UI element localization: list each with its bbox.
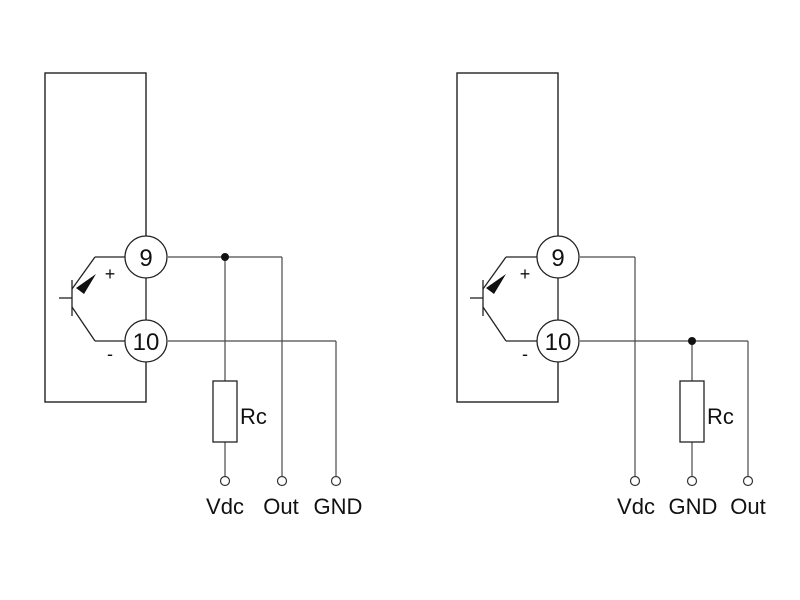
right-pin-gnd: [686, 475, 698, 487]
right-pin-gnd-label: GND: [669, 494, 718, 519]
left-pin-gnd: [330, 475, 342, 487]
left-resistor-label: Rc: [240, 404, 267, 429]
left-terminal-9: [124, 235, 168, 279]
right-transistor-icon: [470, 256, 537, 342]
right-terminal-9-label: 9: [551, 245, 564, 272]
left-circuit: Rc 9 10 + - Vdc Out GND: [44, 72, 363, 519]
right-pin-vdc-label: Vdc: [617, 494, 655, 519]
left-pin-vdc-label: Vdc: [206, 494, 244, 519]
left-pin-vdc: [219, 475, 231, 487]
right-junction-dot: [688, 337, 696, 345]
right-plus-sign: +: [520, 264, 531, 284]
left-pin-gnd-label: GND: [314, 494, 363, 519]
right-pin-out-label: Out: [730, 494, 765, 519]
right-resistor: [679, 380, 705, 443]
right-terminal-10: [536, 319, 580, 363]
right-circuit: Rc 9 10 + - Vdc GND Out: [456, 72, 766, 519]
right-emitter-arrow-icon: [486, 274, 506, 294]
left-terminal-9-label: 9: [139, 245, 152, 272]
right-pin-out: [742, 475, 754, 487]
right-resistor-label: Rc: [707, 404, 734, 429]
left-plus-sign: +: [105, 264, 116, 284]
left-minus-sign: -: [107, 344, 113, 364]
left-junction-dot: [221, 253, 229, 261]
left-pin-out: [276, 475, 288, 487]
left-emitter-arrow-icon: [76, 274, 96, 294]
left-transistor-icon: [59, 256, 125, 342]
right-terminal-10-label: 10: [545, 329, 572, 356]
right-terminal-9: [536, 235, 580, 279]
right-minus-sign: -: [522, 344, 528, 364]
left-terminal-10-label: 10: [133, 329, 160, 356]
left-pin-out-label: Out: [263, 494, 298, 519]
left-resistor: [212, 380, 238, 443]
left-terminal-10: [124, 319, 168, 363]
right-pin-vdc: [629, 475, 641, 487]
